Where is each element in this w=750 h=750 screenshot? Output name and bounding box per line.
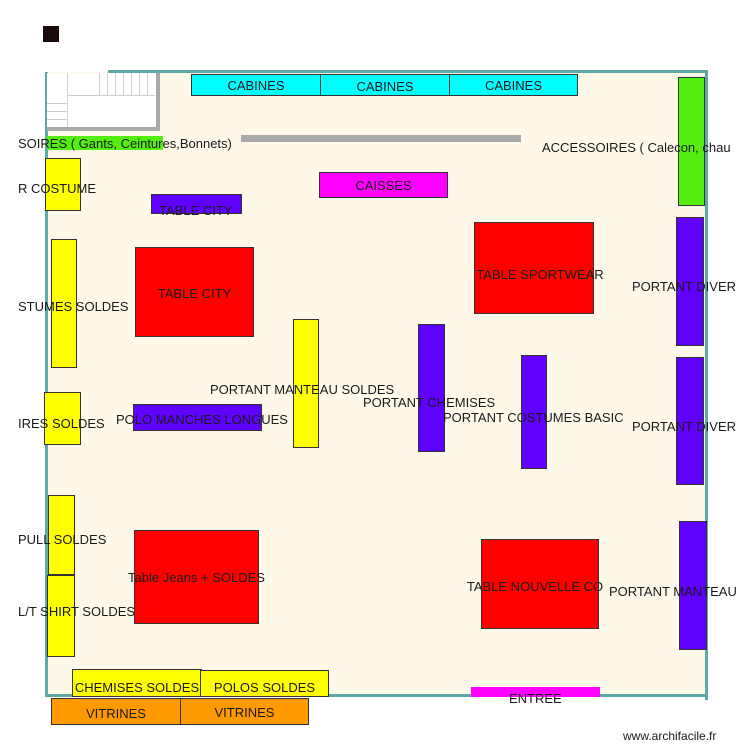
cabine-3[interactable]: CABINES	[449, 74, 578, 96]
wall-top	[108, 70, 708, 73]
portant-divers-2-label: PORTANT DIVER	[632, 419, 737, 434]
table-nouvelle-label: TABLE NOUVELLE CO	[466, 578, 604, 594]
table-city-strip-label: TABLE CITY	[159, 203, 233, 218]
vitrine-1-label: VITRINES	[86, 705, 146, 721]
pull-soldes-label: PULL SOLDES	[18, 532, 107, 547]
portant-divers-1-label: PORTANT DIVER	[632, 279, 737, 294]
polos-soldes[interactable]: POLOS SOLDES	[200, 670, 329, 697]
portant-manteau-soldes-rack[interactable]	[293, 319, 319, 448]
ires-soldes-rack[interactable]	[44, 392, 81, 445]
costume-rack[interactable]	[45, 158, 81, 211]
accessoires-right-label: ACCESSOIRES ( Calecon, chau	[542, 140, 731, 155]
table-nouvelle-collection[interactable]: TABLE NOUVELLE CO	[467, 539, 603, 629]
ires-soldes-label: IRES SOLDES	[18, 416, 105, 431]
portant-divers-2[interactable]	[676, 357, 704, 485]
accessoires-left-shelf[interactable]	[47, 136, 163, 150]
wall-left	[45, 72, 48, 696]
portant-chemises[interactable]	[418, 324, 445, 452]
portant-manteau-soldes-label: PORTANT MANTEAU SOLDES	[210, 382, 395, 397]
vitrine-1[interactable]: VITRINES	[51, 698, 181, 725]
pull-soldes-rack[interactable]	[48, 495, 75, 575]
portant-chemises-label: PORTANT CHEMISES	[363, 395, 496, 410]
staircase	[47, 73, 160, 131]
portant-manteau-label: PORTANT MANTEAU	[609, 584, 737, 599]
entree[interactable]	[471, 687, 600, 697]
caisses[interactable]: CAISSES	[319, 172, 448, 198]
tshirt-soldes-label: L/T SHIRT SOLDES	[18, 604, 136, 619]
table-city-strip[interactable]	[151, 194, 242, 214]
table-sportwear[interactable]: TABLE SPORTWEAR	[474, 222, 604, 314]
costume-label: R COSTUME	[18, 181, 96, 196]
entree-label: ENTREE	[509, 691, 562, 706]
polo-manches-longues[interactable]	[133, 404, 262, 431]
vitrine-2[interactable]: VITRINES	[180, 698, 309, 725]
cabine-1-label: CABINES	[227, 77, 285, 93]
polos-soldes-label: POLOS SOLDES	[213, 680, 316, 695]
portant-costumes-basic[interactable]	[521, 355, 547, 469]
cabine-1[interactable]: CABINES	[191, 74, 321, 96]
portant-divers-1[interactable]	[676, 217, 704, 346]
table-city-label: TABLE CITY	[157, 285, 232, 301]
vitrine-2-label: VITRINES	[214, 705, 275, 720]
counter-bar	[241, 135, 521, 142]
chemises-soldes-label: CHEMISES SOLDES	[74, 679, 200, 695]
watermark: www.archifacile.fr	[623, 729, 717, 743]
accessoires-right-shelf[interactable]	[678, 77, 705, 206]
table-jeans-label: Table Jeans + SOLDES	[128, 569, 265, 585]
table-jeans[interactable]: Table Jeans + SOLDES	[128, 530, 265, 624]
table-city[interactable]: TABLE CITY	[135, 247, 254, 337]
caisses-label: CAISSES	[355, 177, 412, 193]
cabine-2-label: CABINES	[356, 79, 414, 94]
table-sportwear-label: TABLE SPORTWEAR	[476, 266, 604, 282]
polo-manches-longues-label: POLO MANCHES LONGUES	[116, 412, 288, 427]
portant-costumes-basic-label: PORTANT COSTUMES BASIC	[443, 410, 624, 425]
tshirt-soldes-rack[interactable]	[47, 575, 75, 657]
wall-bottom	[45, 694, 708, 697]
cabine-3-label: CABINES	[484, 77, 543, 93]
wall-right	[705, 70, 708, 700]
menu-square-icon[interactable]	[43, 26, 59, 42]
costumes-soldes-rack[interactable]	[51, 239, 77, 368]
portant-manteau[interactable]	[679, 521, 707, 650]
costumes-soldes-label: STUMES SOLDES	[18, 299, 129, 314]
accessoires-left-label: SOIRES ( Gants, Ceintures,Bonnets)	[18, 136, 232, 151]
cabine-2[interactable]: CABINES	[320, 74, 450, 96]
chemises-soldes[interactable]: CHEMISES SOLDES	[72, 669, 202, 697]
